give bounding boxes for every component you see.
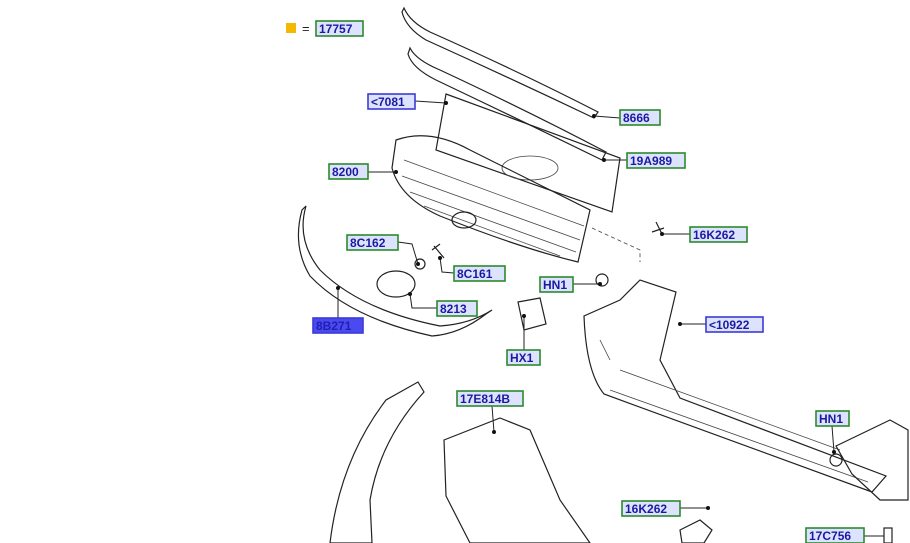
callout-17C756[interactable]: 17C756	[805, 527, 865, 543]
callout-10922-label: <10922	[709, 318, 750, 332]
leader-HN1-right	[831, 425, 835, 453]
callout-17E814B-label: 17E814B	[460, 392, 510, 406]
callout-16K262-top[interactable]: 16K262	[689, 226, 748, 243]
upper-panel-part	[435, 93, 621, 213]
callout-17757[interactable]: 17757	[315, 20, 364, 37]
callout-17E814B[interactable]: 17E814B	[456, 390, 524, 407]
nut-part	[595, 273, 609, 287]
callout-7081-label: <7081	[371, 95, 405, 109]
callout-8213-label: 8213	[440, 302, 467, 316]
bracket-part	[517, 297, 547, 331]
callout-8C162-label: 8C162	[350, 236, 386, 250]
callout-8200[interactable]: 8200	[328, 163, 369, 180]
callout-17757-label: 17757	[319, 22, 353, 36]
callout-17C756-label: 17C756	[809, 529, 851, 543]
leader-8C162	[397, 241, 419, 265]
grille-emblem-part	[451, 211, 477, 229]
nut-right-part	[829, 453, 843, 467]
clip-right-part	[883, 527, 893, 543]
lower-trim-part	[297, 205, 493, 337]
callout-HN1-right[interactable]: HN1	[815, 410, 850, 427]
leader-8C161	[439, 257, 455, 274]
callout-8666[interactable]: 8666	[619, 109, 661, 126]
reinforcement-ribs	[599, 339, 869, 483]
lower-bracket-part	[679, 519, 713, 543]
emblem-part	[376, 270, 416, 298]
callout-8C161[interactable]: 8C161	[453, 265, 506, 282]
legend-marker-icon	[286, 23, 296, 33]
callout-HX1[interactable]: HX1	[506, 349, 541, 366]
support-bracket-part	[443, 417, 591, 543]
callout-8213[interactable]: 8213	[436, 300, 478, 317]
leader-8213	[409, 293, 437, 309]
callout-16K262-bottom[interactable]: 16K262	[621, 500, 681, 517]
callout-8C162[interactable]: 8C162	[346, 234, 399, 251]
callout-HN1-right-label: HN1	[819, 412, 843, 426]
leader-7081	[414, 100, 447, 104]
callout-8B271-label: 8B271	[316, 319, 352, 333]
bolt-part	[651, 221, 665, 235]
clip-part	[414, 258, 426, 270]
callout-HN1-top[interactable]: HN1	[539, 276, 574, 293]
right-bracket-part	[835, 419, 909, 501]
bumper-reinforcement-part	[583, 279, 888, 493]
callout-16K262-top-label: 16K262	[693, 228, 735, 242]
callout-8B271[interactable]: 8B271	[312, 317, 364, 334]
phantom-line	[591, 227, 641, 262]
callout-19A989-label: 19A989	[630, 154, 672, 168]
leader-17E814B	[491, 405, 495, 433]
callout-16K262-bottom-label: 16K262	[625, 502, 667, 516]
callout-10922[interactable]: <10922	[705, 316, 764, 333]
legend-equals: =	[302, 21, 310, 36]
callout-8C161-label: 8C161	[457, 267, 493, 281]
callout-7081[interactable]: <7081	[367, 93, 416, 110]
leader-8666	[593, 115, 621, 119]
callout-HN1-top-label: HN1	[543, 278, 567, 292]
callout-HX1-label: HX1	[510, 351, 534, 365]
callout-8200-label: 8200	[332, 165, 359, 179]
panel-opening	[501, 155, 559, 181]
fender-liner-part	[329, 381, 425, 543]
grille-moulding-part	[401, 6, 599, 119]
grille-part	[391, 135, 591, 263]
screw-part	[431, 243, 445, 259]
grille-bars	[401, 159, 585, 257]
callout-19A989[interactable]: 19A989	[626, 152, 686, 169]
callout-8666-label: 8666	[623, 111, 650, 125]
